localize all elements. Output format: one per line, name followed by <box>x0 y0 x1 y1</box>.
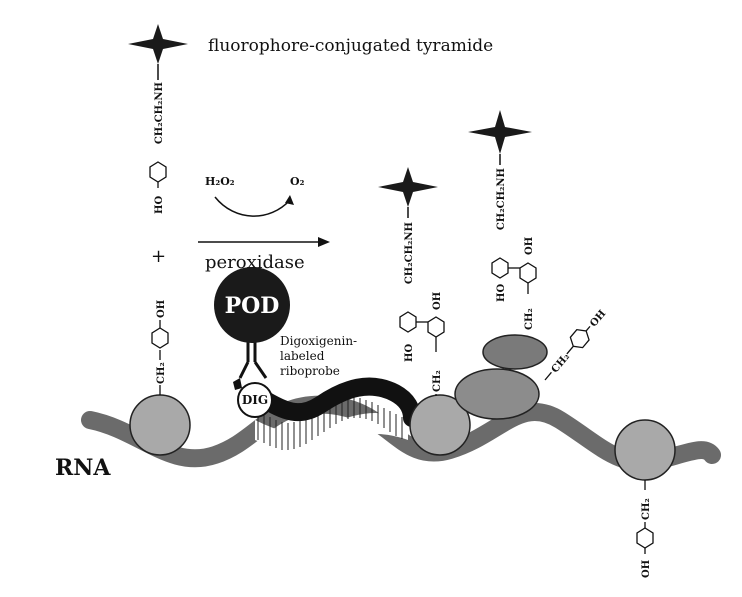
pod-circle <box>214 267 290 343</box>
fluorophore-star-icon <box>468 110 532 154</box>
svg-text:OH: OH <box>156 300 167 318</box>
benzene-ring-icon <box>636 527 654 549</box>
benzene-ring-icon <box>519 262 537 284</box>
probe-label-line-3: riboprobe <box>280 364 340 378</box>
protein-right <box>614 419 676 481</box>
svg-text:HO: HO <box>404 344 415 362</box>
reaction-arrowhead-icon <box>318 237 330 247</box>
svg-text:OH: OH <box>432 292 443 310</box>
protein-ellipse-upper <box>482 334 548 370</box>
probe-label-line-1: Digoxigenin- <box>280 334 357 348</box>
upper-tyramide-chain: CH₂CH₂NH HO OH CH₂ <box>491 154 537 330</box>
tyrosine-left: CH₂ OH <box>151 300 169 395</box>
dig-circle <box>237 382 273 418</box>
svg-text:CH₂: CH₂ <box>524 308 535 330</box>
svg-text:OH: OH <box>524 237 535 255</box>
product-label: O₂ <box>290 175 305 188</box>
svg-text:CH₂: CH₂ <box>432 370 443 392</box>
benzene-ring-icon <box>151 327 169 349</box>
rna-label: RNA <box>55 455 111 481</box>
benzene-ring-icon <box>491 257 509 279</box>
curve-arrowhead-icon <box>285 195 294 205</box>
riboprobe-strand <box>253 377 421 427</box>
free-tyramide-chain: CH₂CH₂NH HO <box>149 64 167 214</box>
probe-label-line-2: labeled <box>280 349 325 363</box>
protein-center <box>409 394 471 456</box>
reaction-curve-arrow <box>214 196 291 217</box>
plus-sign: + <box>151 246 166 267</box>
dig-marker <box>233 378 242 390</box>
central-tyramide-chain: CH₂CH₂NH HO OH CH₂ <box>399 207 445 396</box>
svg-text:OH: OH <box>588 308 608 329</box>
title-label: fluorophore-conjugated tyramide <box>208 36 493 56</box>
svg-text:CH₂CH₂NH: CH₂CH₂NH <box>154 82 165 144</box>
svg-text:CH₂: CH₂ <box>641 498 652 520</box>
fluorophore-star-icon <box>378 167 438 207</box>
svg-text:CH₂: CH₂ <box>550 352 572 376</box>
fluorophore-star-icon <box>128 24 188 64</box>
reactant-label: H₂O₂ <box>205 175 235 188</box>
svg-text:CH₂: CH₂ <box>156 362 167 384</box>
svg-text:HO: HO <box>154 196 165 214</box>
diagonal-tyrosine: CH₂ OH <box>544 308 608 381</box>
benzene-ring-icon <box>149 161 167 183</box>
svg-text:CH₂CH₂NH: CH₂CH₂NH <box>404 222 415 284</box>
protein-left <box>129 394 191 456</box>
pod-label: POD <box>225 293 280 319</box>
svg-text:CH₂CH₂NH: CH₂CH₂NH <box>496 168 507 230</box>
protein-ellipse-lower <box>454 368 540 420</box>
benzene-ring-icon <box>399 311 417 333</box>
antibody-icon <box>238 340 268 379</box>
tyrosine-right: CH₂ OH <box>636 480 654 578</box>
svg-text:OH: OH <box>641 560 652 578</box>
benzene-ring-icon <box>569 328 590 349</box>
benzene-ring-icon <box>427 316 445 338</box>
dig-label: DIG <box>242 393 268 407</box>
enzyme-label: peroxidase <box>205 252 305 273</box>
svg-text:HO: HO <box>496 284 507 302</box>
